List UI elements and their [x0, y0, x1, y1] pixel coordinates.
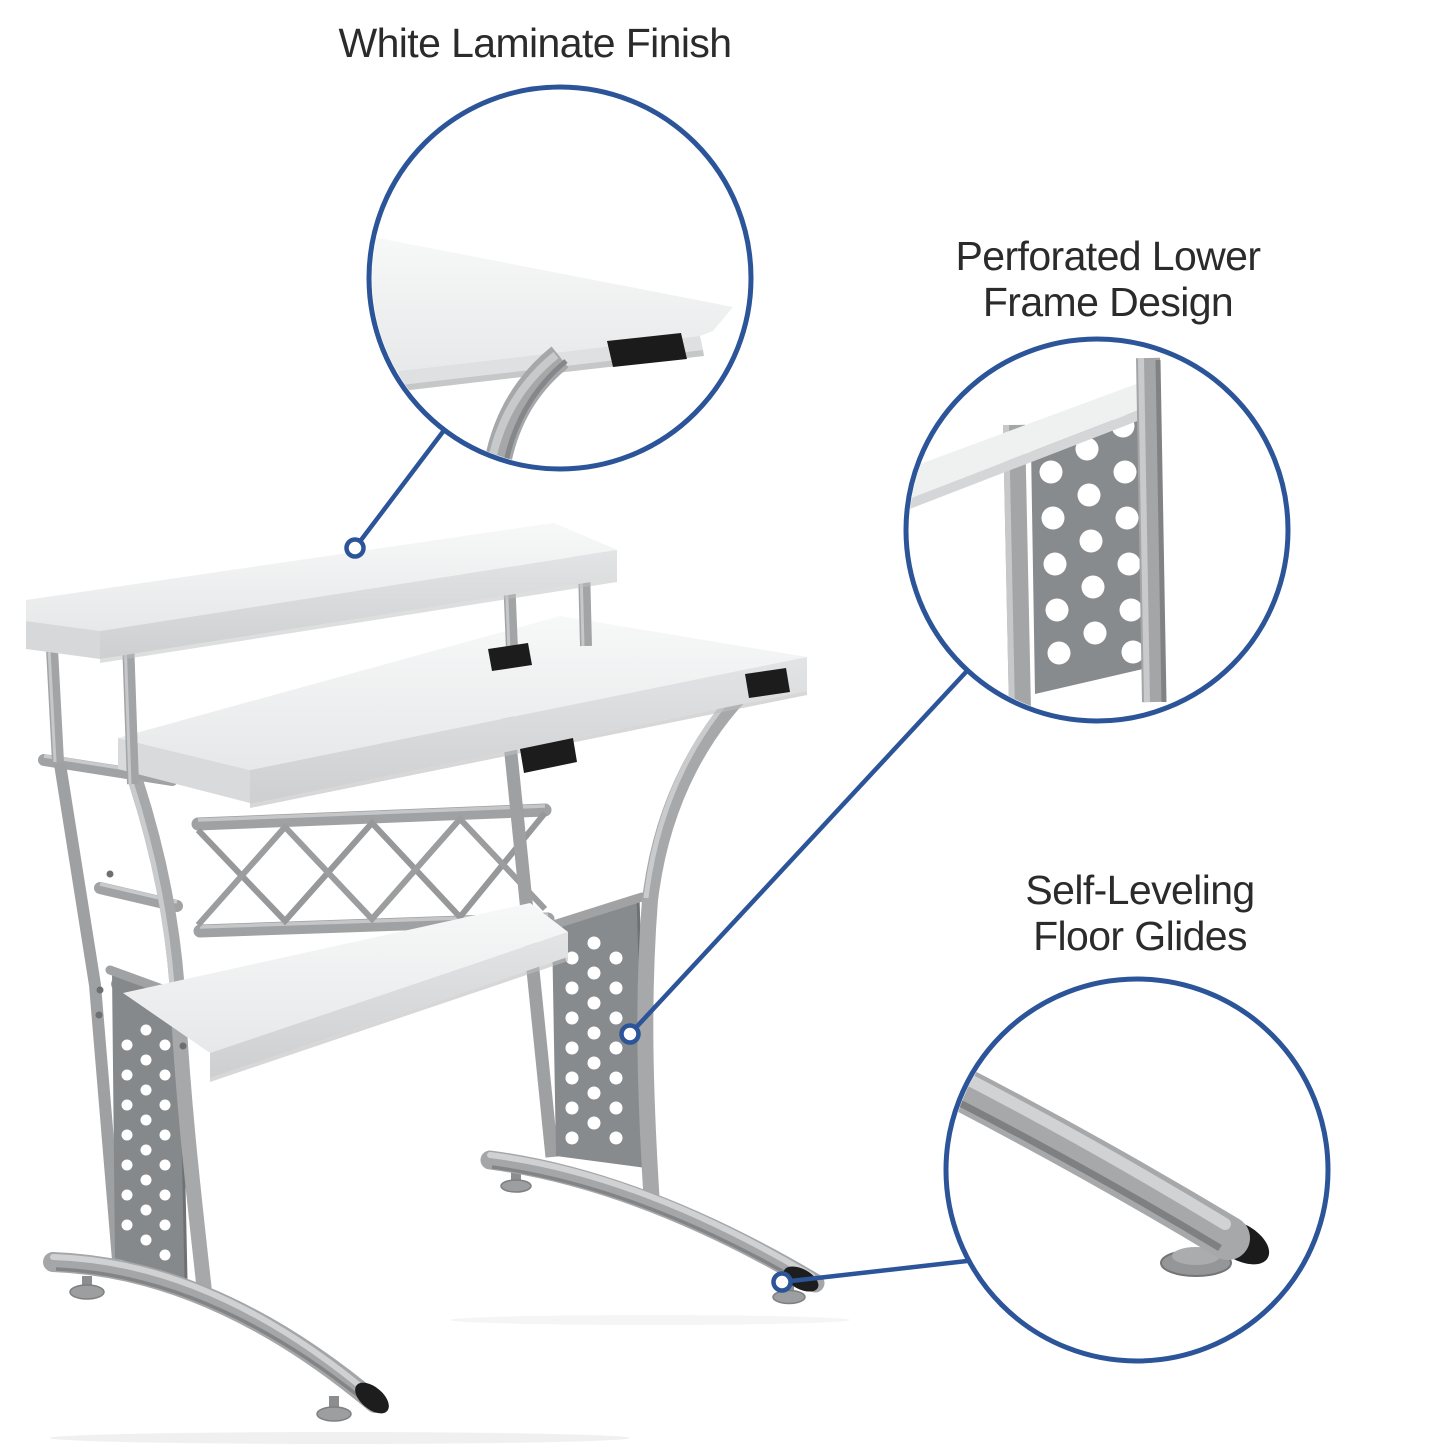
foot-end-cap-left	[355, 1382, 389, 1414]
finish-zoom-detail	[372, 236, 733, 466]
leader-line-finish	[352, 426, 448, 551]
perforated-panel-right	[545, 892, 648, 1169]
corner-bracket-front	[520, 738, 577, 773]
monitor-shelf	[26, 523, 617, 663]
leader-line-frame	[627, 669, 969, 1037]
screws	[95, 870, 187, 1050]
ground-shadow	[50, 1432, 630, 1444]
corner-bracket-right	[745, 668, 790, 698]
cross-brace-truss	[191, 803, 555, 938]
callout-dot-frame	[619, 1023, 641, 1045]
callout-circle-frame	[903, 336, 1291, 724]
glides-zoom-detail	[949, 1059, 1270, 1277]
foot-left	[43, 1252, 389, 1422]
callout-dot-finish	[344, 537, 366, 559]
desktop-surface	[118, 616, 807, 808]
callout-label-frame-line1: Perforated Lower	[955, 233, 1262, 279]
callout-label-glides-line1: Self-Leveling	[1025, 867, 1255, 913]
callout-circle-finish	[366, 84, 754, 472]
right-front-leg	[637, 670, 766, 1206]
leader-lines	[344, 426, 970, 1293]
callout-dot-glides	[771, 1271, 793, 1293]
left-rear-post	[54, 763, 124, 1261]
callout-label-finish: White Laminate Finish	[185, 20, 885, 66]
leader-line-glides	[779, 1258, 970, 1285]
callout-label-glides-line2: Floor Glides	[1033, 913, 1247, 959]
callout-label-frame-line2: Frame Design	[982, 279, 1234, 325]
callout-label-frame: Perforated Lower Frame Design	[908, 233, 1308, 325]
callout-circle-glides	[943, 976, 1331, 1364]
lower-shelf	[123, 903, 568, 1082]
frame-zoom-detail	[909, 357, 1167, 711]
callout-label-finish-line1: White Laminate Finish	[338, 20, 732, 66]
callout-label-glides: Self-Leveling Floor Glides	[940, 867, 1340, 959]
shelf-bracket	[488, 643, 532, 671]
ground-shadow-2	[450, 1315, 850, 1325]
desk	[26, 523, 825, 1422]
